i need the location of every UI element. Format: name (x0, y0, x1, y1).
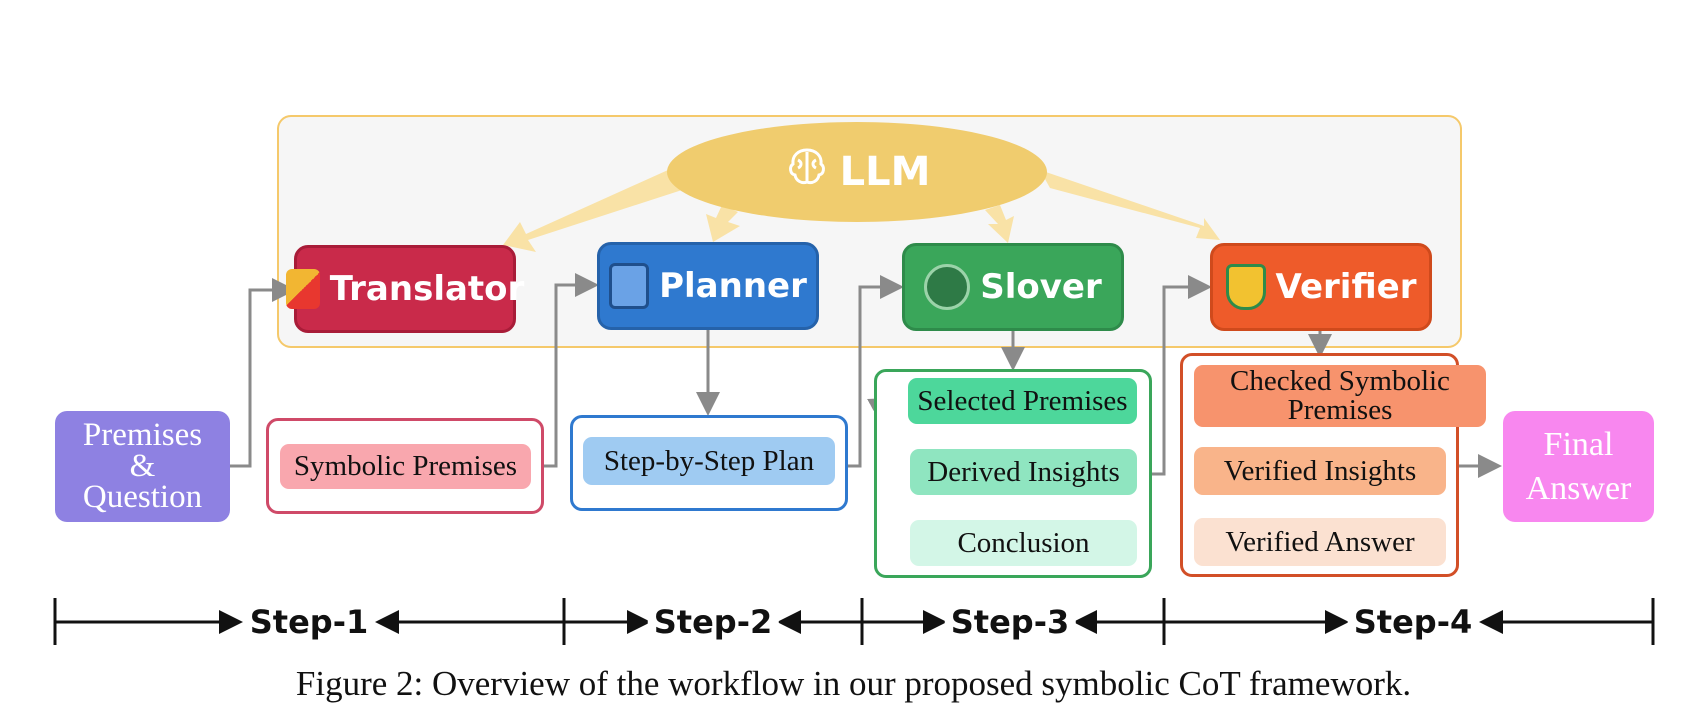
premises-to-translator-connector (230, 278, 296, 468)
verifier-module: Verifier (1210, 243, 1432, 331)
conclusion-chip: Conclusion (910, 520, 1137, 566)
llm-node: LLM (667, 122, 1047, 222)
translator-module: Translator (285, 245, 524, 333)
step-1-label: Step-1 (243, 603, 375, 641)
selected-premises-chip: Selected Premises (908, 378, 1137, 424)
llm-to-planner-arrow (706, 205, 740, 242)
slover-label: Slover (980, 267, 1102, 307)
verified-insights-chip: Verified Insights (1194, 447, 1446, 495)
verified-answer-chip: Verified Answer (1194, 518, 1446, 566)
llm-label: LLM (839, 149, 931, 195)
slover-output-box: Selected Premises Derived Insights Concl… (874, 369, 1152, 578)
question-line: Question (82, 479, 203, 515)
brain-icon (784, 144, 830, 200)
flowchart-icon (924, 264, 971, 310)
final-line: Final (1543, 425, 1614, 463)
verifier-output-box: Checked Symbolic Premises Verified Insig… (1180, 353, 1486, 577)
ps-badge-icon (285, 269, 320, 309)
step-plan-box: Step-by-Step Plan (570, 415, 848, 511)
final-answer-node: Final Answer (1503, 411, 1654, 522)
symbolic-premises-chip: Symbolic Premises (280, 444, 531, 489)
slover-module: Slover (902, 243, 1124, 331)
premises-question-node: Premises & Question (55, 411, 230, 522)
answer-line: Answer (1525, 469, 1632, 507)
step-3-label: Step-3 (944, 603, 1076, 641)
shield-check-icon (1225, 264, 1266, 310)
llm-fan-arrows (503, 170, 1220, 252)
llm-to-translator-arrow (503, 170, 682, 252)
premises-line: Premises (82, 417, 203, 453)
notebook-icon (609, 263, 650, 309)
llm-to-verifier-arrow (1040, 170, 1220, 240)
llm-to-slover-arrow (985, 205, 1014, 243)
step-timeline (53, 598, 1655, 645)
planner-module: Planner (597, 242, 819, 330)
symbolic-premises-box: Symbolic Premises (266, 418, 544, 514)
verifier-label: Verifier (1275, 267, 1417, 307)
derived-insights-chip: Derived Insights (910, 449, 1137, 495)
step-2-label: Step-2 (647, 603, 779, 641)
translator-label: Translator (329, 269, 525, 309)
planner-label: Planner (659, 266, 807, 306)
checked-symbolic-premises-chip: Checked Symbolic Premises (1194, 365, 1486, 427)
step-plan-chip: Step-by-Step Plan (583, 437, 835, 485)
figure-caption: Figure 2: Overview of the workflow in ou… (295, 664, 1412, 703)
plan-to-slover-connector (848, 275, 904, 468)
step-4-label: Step-4 (1347, 603, 1479, 641)
slover-box-to-verifier-connector (1152, 275, 1212, 476)
ampersand-line: & (129, 448, 156, 484)
symbolic-to-planner-connector (544, 273, 599, 468)
